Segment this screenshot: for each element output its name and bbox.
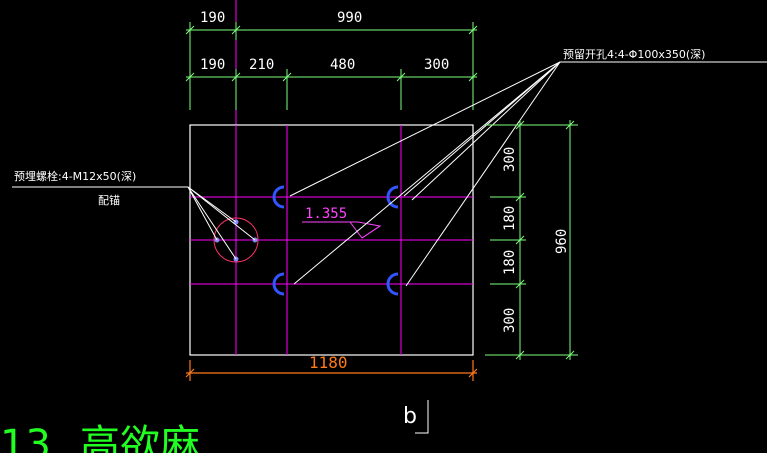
reserved-holes — [272, 185, 399, 296]
hole-leader-lines — [289, 61, 767, 287]
dim-top-300: 300 — [424, 57, 449, 73]
bolt-leader-lines — [12, 186, 256, 260]
right-dimension-lines — [485, 120, 578, 360]
dim-top-190-b: 190 — [200, 57, 225, 73]
bottom-label-number: 13 — [0, 422, 51, 453]
view-tag-bracket — [415, 400, 429, 434]
view-tag: b — [403, 404, 417, 429]
embedded-bolts-note: 预埋螺栓:4-M12x50(深) — [14, 169, 136, 183]
dim-top-210: 210 — [249, 57, 274, 73]
dim-top-190-a: 190 — [200, 10, 225, 26]
dim-right-300-b: 300 — [502, 308, 518, 333]
elevation-label: 1.355 — [305, 206, 347, 222]
dim-top-480: 480 — [330, 57, 355, 73]
dim-bottom-1180: 1180 — [309, 353, 348, 372]
grid-lines — [190, 125, 473, 355]
bottom-dimension-line — [185, 360, 478, 381]
reserved-holes-note: 预留开孔4:4-Φ100x350(深) — [563, 48, 705, 61]
dim-top-990: 990 — [337, 10, 362, 26]
dim-right-180-a: 180 — [502, 206, 518, 231]
top-dimension-row-2 — [185, 69, 478, 110]
bottom-label-text: 高欲麻 — [80, 422, 200, 453]
dim-right-300-a: 300 — [502, 147, 518, 172]
dim-right-960: 960 — [554, 229, 570, 254]
bolt-circle — [213, 217, 259, 263]
embedded-bolts-note-sub: 配锚 — [98, 193, 120, 207]
elevation-marker — [302, 221, 382, 239]
top-dimension-row-1 — [185, 22, 478, 110]
dim-right-180-b: 180 — [502, 250, 518, 275]
